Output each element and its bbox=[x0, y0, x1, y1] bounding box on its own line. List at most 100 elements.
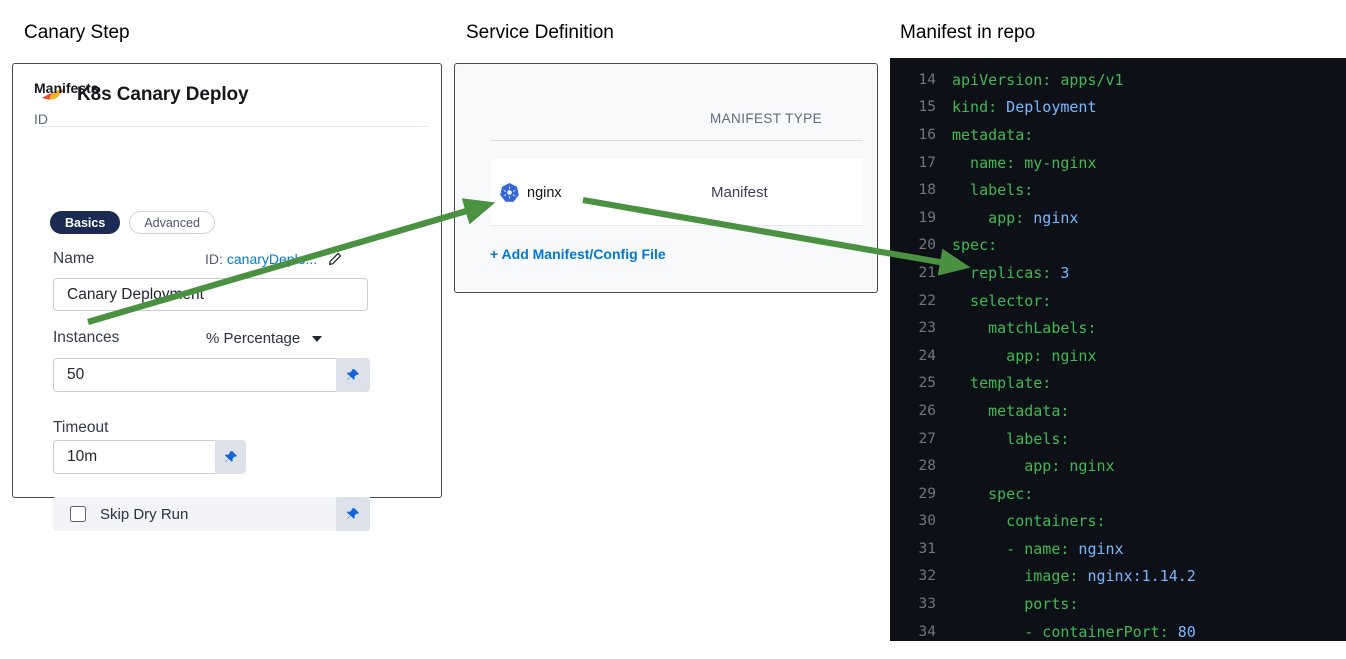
code-line-text: template: bbox=[952, 374, 1052, 393]
code-line: 14 apiVersion: apps/v1 bbox=[890, 66, 1346, 94]
tab-basics[interactable]: Basics bbox=[50, 211, 121, 234]
tab-advanced[interactable]: Advanced bbox=[129, 211, 215, 234]
skip-dry-run-pin-button[interactable] bbox=[336, 497, 370, 531]
pencil-icon[interactable] bbox=[327, 252, 342, 267]
code-line-number: 22 bbox=[918, 292, 936, 309]
step-id-row: ID: canaryDeplo... bbox=[205, 251, 342, 267]
code-line: 19 app: nginx bbox=[890, 204, 1346, 232]
name-input[interactable]: Canary Deployment bbox=[53, 278, 368, 311]
code-line-text: app: nginx bbox=[952, 346, 1097, 365]
name-field-label: Name bbox=[53, 250, 95, 267]
code-line-text: name: my-nginx bbox=[952, 153, 1097, 172]
canary-bird-icon bbox=[42, 89, 66, 100]
code-line-number: 27 bbox=[918, 430, 936, 447]
chevron-down-icon bbox=[312, 335, 323, 342]
code-line-number: 28 bbox=[918, 458, 936, 475]
canary-header-divider bbox=[41, 126, 427, 127]
code-line-number: 33 bbox=[918, 596, 936, 613]
code-line: 34 - containerPort: 80 bbox=[890, 618, 1346, 641]
code-line: 28 app: nginx bbox=[890, 452, 1346, 480]
code-line: 31 - name: nginx bbox=[890, 535, 1346, 563]
manifests-table-header-divider bbox=[491, 140, 863, 141]
code-line-text: containers: bbox=[952, 512, 1106, 531]
pin-icon bbox=[224, 451, 237, 462]
code-line-text: spec: bbox=[952, 236, 998, 255]
code-line-text: labels: bbox=[952, 181, 1034, 200]
code-line: 27 labels: bbox=[890, 425, 1346, 453]
code-line-text: metadata: bbox=[952, 401, 1070, 420]
column-title-manifest-in-repo: Manifest in repo bbox=[900, 22, 1036, 43]
code-line-number: 24 bbox=[918, 347, 936, 364]
instances-field-label: Instances bbox=[53, 329, 120, 346]
timeout-input[interactable]: 10m bbox=[53, 440, 215, 474]
code-line-number: 14 bbox=[918, 71, 936, 88]
pin-icon bbox=[346, 369, 359, 380]
code-line-number: 23 bbox=[918, 320, 936, 337]
code-line: 26 metadata: bbox=[890, 397, 1346, 425]
column-title-service-definition: Service Definition bbox=[466, 22, 614, 43]
code-line-number: 25 bbox=[918, 375, 936, 392]
code-line: 29 spec: bbox=[890, 480, 1346, 508]
code-line: 21 replicas: 3 bbox=[890, 259, 1346, 287]
code-line-number: 26 bbox=[918, 402, 936, 419]
code-line: 33 ports: bbox=[890, 590, 1346, 618]
code-line-number: 19 bbox=[918, 209, 936, 226]
code-line-text: spec: bbox=[952, 484, 1034, 503]
code-line: 20 spec: bbox=[890, 232, 1346, 260]
code-line-text: - containerPort: 80 bbox=[952, 622, 1196, 641]
code-line: 18 labels: bbox=[890, 176, 1346, 204]
code-line: 15 kind: Deployment bbox=[890, 94, 1346, 122]
code-line-text: kind: Deployment bbox=[952, 98, 1097, 117]
skip-dry-run-label: Skip Dry Run bbox=[100, 505, 189, 523]
code-line-number: 17 bbox=[918, 154, 936, 171]
code-line: 22 selector: bbox=[890, 287, 1346, 315]
code-line: 25 template: bbox=[890, 370, 1346, 398]
code-line-text: labels: bbox=[952, 429, 1070, 448]
code-line-text: app: nginx bbox=[952, 208, 1079, 227]
manifests-table-header-id: ID bbox=[34, 111, 48, 127]
code-line-text: ports: bbox=[952, 595, 1079, 614]
manifests-section-title: Manifests bbox=[34, 80, 99, 96]
code-line-text: selector: bbox=[952, 291, 1052, 310]
code-line-number: 16 bbox=[918, 126, 936, 143]
pin-icon bbox=[346, 508, 359, 519]
skip-dry-run-checkbox[interactable] bbox=[70, 506, 86, 522]
code-line-number: 18 bbox=[918, 182, 936, 199]
manifest-row-id: nginx bbox=[527, 185, 562, 201]
code-line-number: 32 bbox=[918, 568, 936, 585]
step-id-value[interactable]: canaryDeplo... bbox=[226, 251, 318, 267]
skip-dry-run-row[interactable]: Skip Dry Run bbox=[53, 497, 370, 531]
code-line-number: 21 bbox=[918, 264, 936, 281]
code-line-number: 30 bbox=[918, 513, 936, 530]
instances-input[interactable]: 50 bbox=[53, 358, 336, 392]
add-manifest-config-file-link[interactable]: + Add Manifest/Config File bbox=[490, 246, 666, 262]
timeout-field-label: Timeout bbox=[53, 419, 109, 436]
code-line: 23 matchLabels: bbox=[890, 314, 1346, 342]
code-line-text: app: nginx bbox=[952, 457, 1115, 476]
canary-card-title: K8s Canary Deploy bbox=[77, 84, 249, 105]
instances-pin-button[interactable] bbox=[336, 358, 370, 392]
code-line-text: matchLabels: bbox=[952, 319, 1097, 338]
code-line: 17 name: my-nginx bbox=[890, 149, 1346, 177]
canary-tabs: Basics Advanced bbox=[50, 211, 215, 234]
code-line-number: 15 bbox=[918, 99, 936, 116]
code-line-number: 20 bbox=[918, 237, 936, 254]
code-line-number: 29 bbox=[918, 485, 936, 502]
code-line-text: apiVersion: apps/v1 bbox=[952, 70, 1124, 89]
manifest-row-type: Manifest bbox=[711, 184, 768, 201]
instances-unit-select[interactable]: % Percentage bbox=[206, 330, 323, 347]
kubernetes-icon bbox=[500, 183, 519, 202]
code-line: 30 containers: bbox=[890, 508, 1346, 536]
code-line: 32 image: nginx:1.14.2 bbox=[890, 563, 1346, 591]
code-line-text: image: nginx:1.14.2 bbox=[952, 567, 1196, 586]
canary-step-card: K8s Canary Deploy Basics Advanced Name I… bbox=[12, 63, 442, 531]
canary-card-header: K8s Canary Deploy bbox=[13, 64, 441, 126]
code-line: 24 app: nginx bbox=[890, 342, 1346, 370]
timeout-pin-button[interactable] bbox=[215, 440, 246, 474]
code-line-number: 34 bbox=[918, 623, 936, 640]
manifests-table-header-type: MANIFEST TYPE bbox=[710, 111, 822, 126]
column-title-canary-step: Canary Step bbox=[24, 22, 130, 43]
code-line-text: - name: nginx bbox=[952, 539, 1124, 558]
